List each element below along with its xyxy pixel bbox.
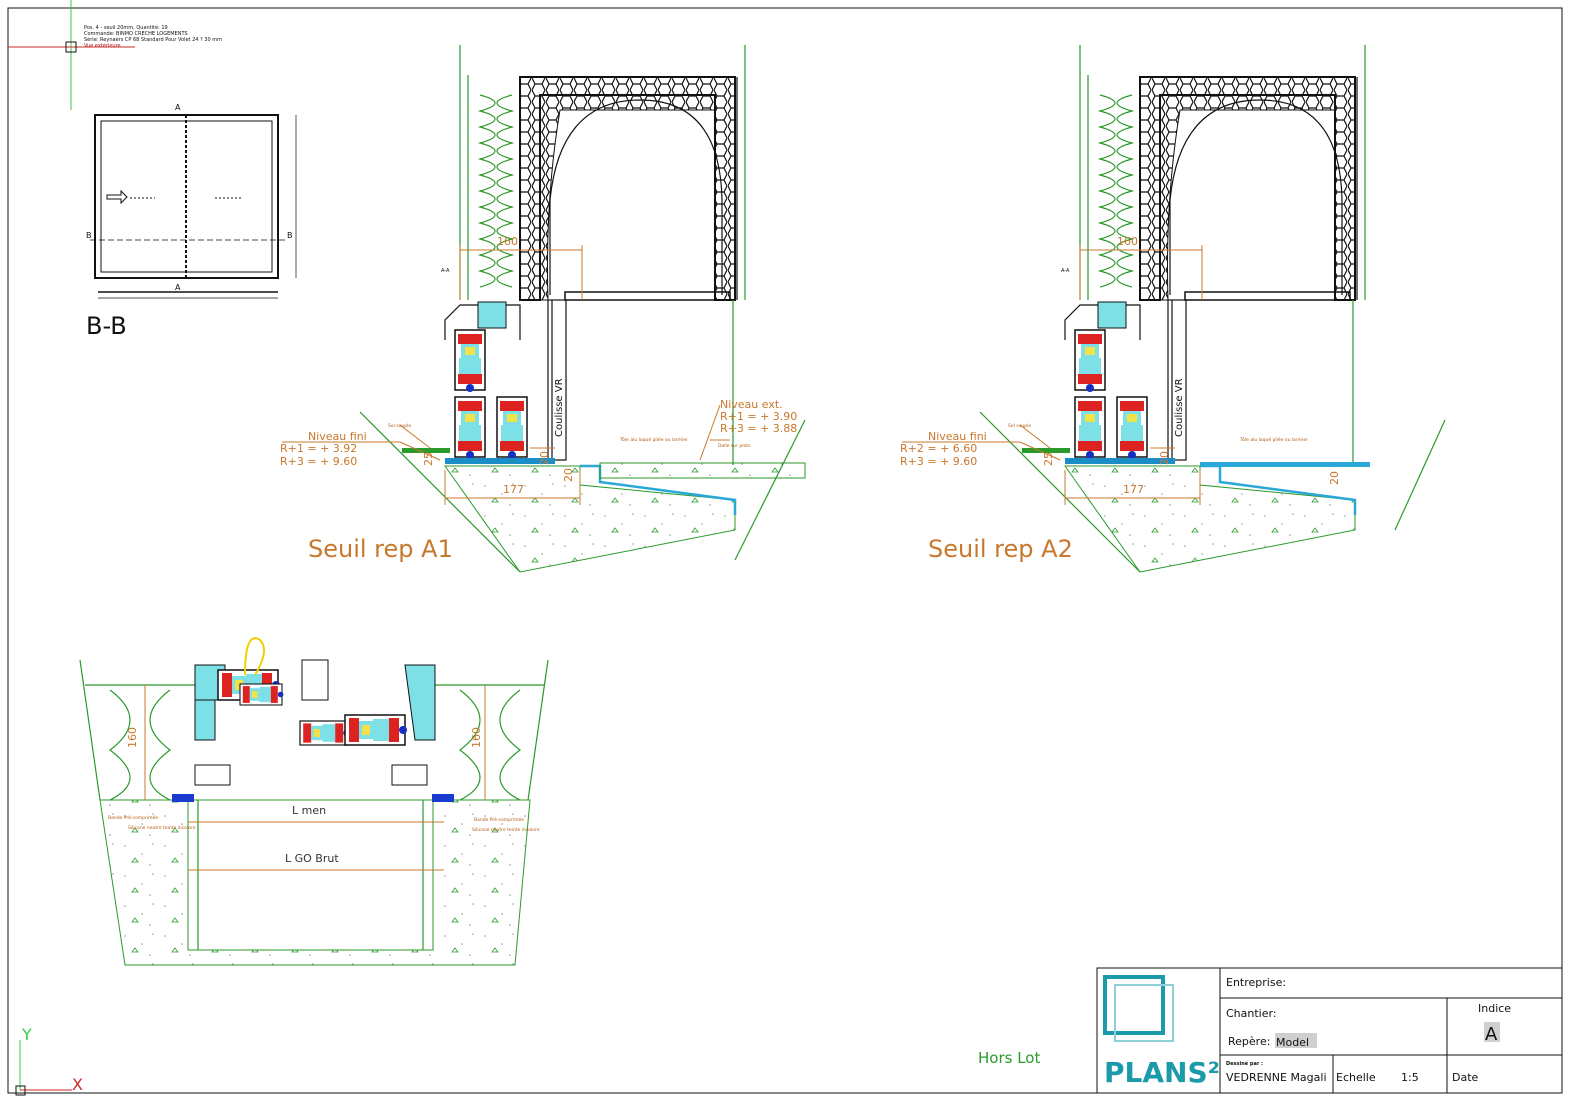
niveau-fini-r3: R+3 = + 9.60 bbox=[280, 455, 357, 468]
dim-177: 177 bbox=[1123, 483, 1144, 496]
ucs-y: Y bbox=[21, 1025, 32, 1044]
niveau-ext-r1: R+1 = + 3.90 bbox=[720, 410, 797, 423]
section-a1-title: Seuil rep A1 bbox=[308, 535, 453, 563]
crosshair-cursor bbox=[8, 0, 135, 110]
ucs-icon: Y X bbox=[15, 1025, 83, 1096]
note-bande-left: Bande Pré-comprimée bbox=[108, 814, 158, 821]
dim-20b: 20 bbox=[562, 468, 575, 482]
header-note: Pos. 4 - seuil 20mm, Quantité: 19 Comman… bbox=[84, 24, 222, 49]
niveau-fini-r3: R+3 = + 9.60 bbox=[900, 455, 977, 468]
dim-25: 25 bbox=[1042, 452, 1055, 466]
date-label: Date bbox=[1452, 1071, 1479, 1084]
l-go-brut-label: L GO Brut bbox=[285, 852, 339, 865]
note-sol: Sol souple bbox=[388, 423, 411, 429]
cut-label-b-right: B bbox=[287, 231, 293, 240]
note-bande-right: Bande Pré-comprimée bbox=[474, 816, 524, 823]
note-line-1: Pos. 4 - seuil 20mm, Quantité: 19 bbox=[84, 24, 168, 31]
elevation-view: A A B B B-B bbox=[86, 103, 297, 340]
niveau-fini-label: Niveau fini bbox=[308, 430, 367, 443]
dessine-label: Dessiné par : bbox=[1226, 1060, 1263, 1067]
niveau-ext-r3: R+3 = + 3.88 bbox=[720, 422, 797, 435]
chantier-label: Chantier: bbox=[1226, 1007, 1277, 1020]
indice-label: Indice bbox=[1478, 1002, 1511, 1015]
dim-177: 177 bbox=[503, 483, 524, 496]
dim-left: 160 bbox=[126, 727, 139, 748]
cut-label-b-left: B bbox=[86, 231, 92, 240]
niveau-ext-label: Niveau ext. bbox=[720, 398, 783, 411]
dim-25: 25 bbox=[422, 452, 435, 466]
plan-view: 160 160 L men L GO Brut Bande Pré-compri… bbox=[79, 637, 549, 966]
repere-label: Repère: bbox=[1228, 1035, 1270, 1048]
coulisse-label: Coulisse VR bbox=[1174, 378, 1185, 437]
section-a2-title: Seuil rep A2 bbox=[928, 535, 1073, 563]
note-tole: Tôle alu laqué pliée ou larmier bbox=[619, 436, 688, 443]
indice-value: A bbox=[1485, 1024, 1498, 1045]
section-label: A-A bbox=[441, 268, 450, 274]
logo-text: PLANS² bbox=[1104, 1056, 1220, 1089]
echelle-value: 1:5 bbox=[1401, 1071, 1419, 1084]
note-line-4: Vue extérieure bbox=[84, 42, 121, 49]
cut-label-a-top: A bbox=[175, 103, 181, 112]
l-men-label: L men bbox=[292, 804, 326, 817]
repere-value: Model bbox=[1276, 1036, 1309, 1049]
dim-top: 160 bbox=[1117, 235, 1138, 248]
note-silicone-right: Silicone neutre teinte incolore bbox=[472, 827, 540, 833]
elevation-title: B-B bbox=[86, 312, 127, 340]
note-tole: Tôle alu laqué pliée ou larmier bbox=[1239, 436, 1308, 443]
cut-label-a-bottom: A bbox=[175, 283, 181, 292]
dim-20b: 20 bbox=[1328, 471, 1341, 485]
note-line-2: Commande: BINMO CRECHE LOGEMENTS bbox=[84, 31, 188, 37]
ucs-x: X bbox=[72, 1075, 83, 1094]
entreprise-label: Entreprise: bbox=[1226, 976, 1286, 989]
section-label: A-A bbox=[1061, 268, 1070, 274]
dim-right: 160 bbox=[470, 727, 483, 748]
section-a2: A-A 160 25 20 20 177 Coulisse VR Niveau … bbox=[900, 45, 1446, 572]
title-block: PLANS² Entreprise: Chantier: Repère: Mod… bbox=[1096, 967, 1563, 1094]
section-a1: A-A 160 25 20 20 177 Coulisse VR Niveau … bbox=[280, 45, 806, 572]
dim-20a: 20 bbox=[1158, 451, 1171, 465]
sheet-border bbox=[7, 7, 1563, 1094]
hors-lot-label: Hors Lot bbox=[978, 1049, 1040, 1067]
note-silicone-left: Silicone neutre teinte incolore bbox=[128, 825, 196, 831]
dessine-value: VEDRENNE Magali bbox=[1226, 1071, 1327, 1084]
niveau-fini-label: Niveau fini bbox=[928, 430, 987, 443]
note-sol: Sol souple bbox=[1008, 423, 1031, 429]
echelle-label: Echelle bbox=[1336, 1071, 1376, 1084]
plans2-logo: PLANS² bbox=[1103, 975, 1220, 1089]
niveau-fini-r2: R+2 = + 6.60 bbox=[900, 442, 977, 455]
dim-top: 160 bbox=[497, 235, 518, 248]
note-dalle: Dalle sur plots bbox=[718, 443, 751, 449]
note-line-3: Série: Reynaers CP 68 Standard Pour Vole… bbox=[84, 36, 222, 43]
coulisse-label: Coulisse VR bbox=[554, 378, 565, 437]
niveau-fini-r1: R+1 = + 3.92 bbox=[280, 442, 357, 455]
dim-20a: 20 bbox=[538, 451, 551, 465]
